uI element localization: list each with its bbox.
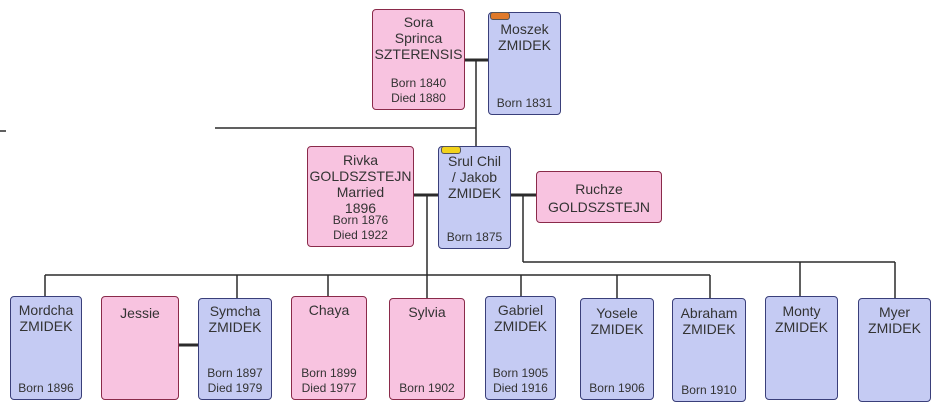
person-details: Born 1875 bbox=[446, 230, 503, 244]
person-name: Sylvia bbox=[408, 304, 446, 320]
person-details: Born 1910 bbox=[681, 383, 737, 397]
person-card-jessie[interactable]: Jessie bbox=[101, 296, 179, 400]
person-marker-yellow bbox=[441, 146, 461, 154]
person-details: Born 1831 bbox=[496, 96, 553, 110]
person-details: Born 1906 bbox=[589, 381, 645, 395]
person-details: Born 1902 bbox=[399, 381, 455, 395]
person-name: Chaya bbox=[308, 302, 350, 318]
person-name: Jessie bbox=[120, 305, 160, 321]
person-marker-orange bbox=[490, 12, 510, 20]
person-card-sylvia[interactable]: Sylvia Born 1902 bbox=[389, 298, 465, 400]
person-details: Born 1896 bbox=[18, 381, 74, 395]
